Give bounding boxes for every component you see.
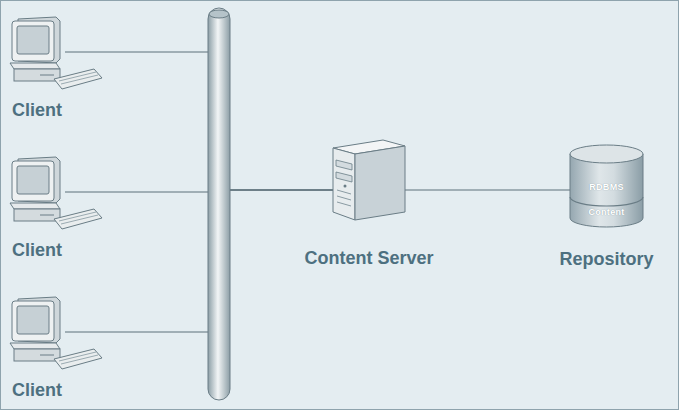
client-computer [10, 297, 102, 369]
node-label: Client [12, 100, 62, 121]
node-label: Client [12, 380, 62, 401]
client-box: Client [10, 295, 65, 402]
network-bus [208, 8, 230, 400]
client-computer [10, 17, 102, 89]
network-link [405, 190, 570, 191]
node-label: Content Server [304, 248, 433, 269]
network-link [65, 52, 333, 190]
server-box: Content Server [333, 140, 405, 220]
node-label: Repository [559, 249, 653, 270]
store-label: RDBMS [589, 182, 624, 192]
node-label: Client [12, 240, 62, 261]
server-icon [333, 140, 405, 220]
client-box: Client [10, 15, 65, 122]
store-label: Content [588, 207, 624, 217]
repository-box: RepositoryRDBMSContent [570, 145, 643, 227]
network-link [65, 190, 333, 332]
client-box: Client [10, 155, 65, 262]
database-cylinder [570, 145, 643, 227]
client-computer [10, 157, 102, 229]
